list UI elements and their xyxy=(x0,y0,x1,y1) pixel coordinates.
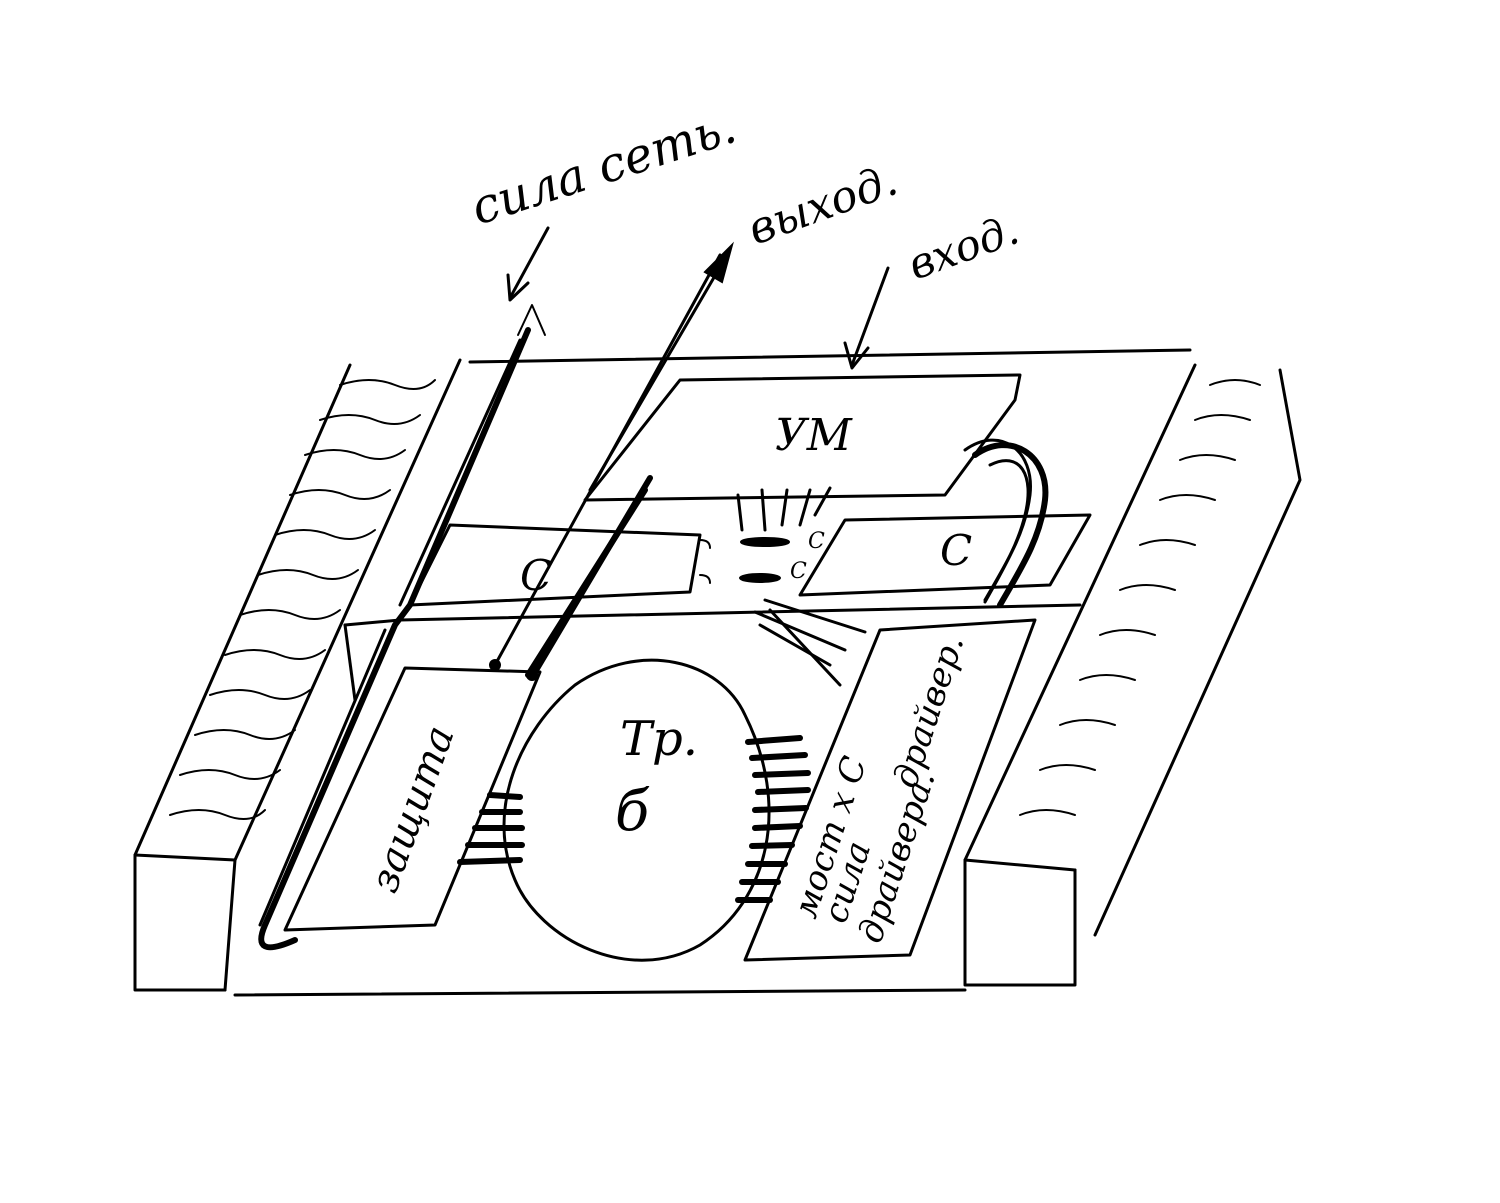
transformer-right-windings xyxy=(735,735,811,903)
input-label: вход. xyxy=(902,205,1025,290)
transformer-label: Тр. xyxy=(620,711,698,767)
capacitor-right-label: С xyxy=(940,526,972,575)
output-label: выход. xyxy=(741,155,904,256)
mains-power-wire xyxy=(258,304,546,951)
amplifier-pins xyxy=(736,486,832,532)
protection-board: защита xyxy=(283,666,542,932)
capacitor-board-right: С xyxy=(798,513,1092,597)
amplifier-label: УМ xyxy=(775,410,853,461)
transformer-mark: б xyxy=(615,779,650,844)
bridge-label-line4: драйвер. xyxy=(886,630,973,793)
annotation-arrows xyxy=(506,226,890,370)
base-board xyxy=(233,348,1192,997)
transformer-left-windings xyxy=(457,792,525,865)
left-heatsink xyxy=(133,358,462,992)
amplifier-module: УМ xyxy=(583,373,1022,532)
capacitor-board-left: С xyxy=(408,523,702,607)
small-components: С С xyxy=(699,529,867,687)
right-heatsink xyxy=(963,363,1302,987)
left-heatsink-fins xyxy=(169,379,436,820)
cap-small-2-label: С xyxy=(790,559,807,584)
right-cable-loop xyxy=(963,438,1049,608)
transformer: Тр. б xyxy=(457,658,811,962)
cap-small-1-label: С xyxy=(808,529,825,554)
protection-label: защита xyxy=(361,720,463,899)
output-wire xyxy=(489,241,734,681)
power-input-label: сила сеть. xyxy=(464,98,742,236)
right-heatsink-fins xyxy=(1019,379,1261,816)
